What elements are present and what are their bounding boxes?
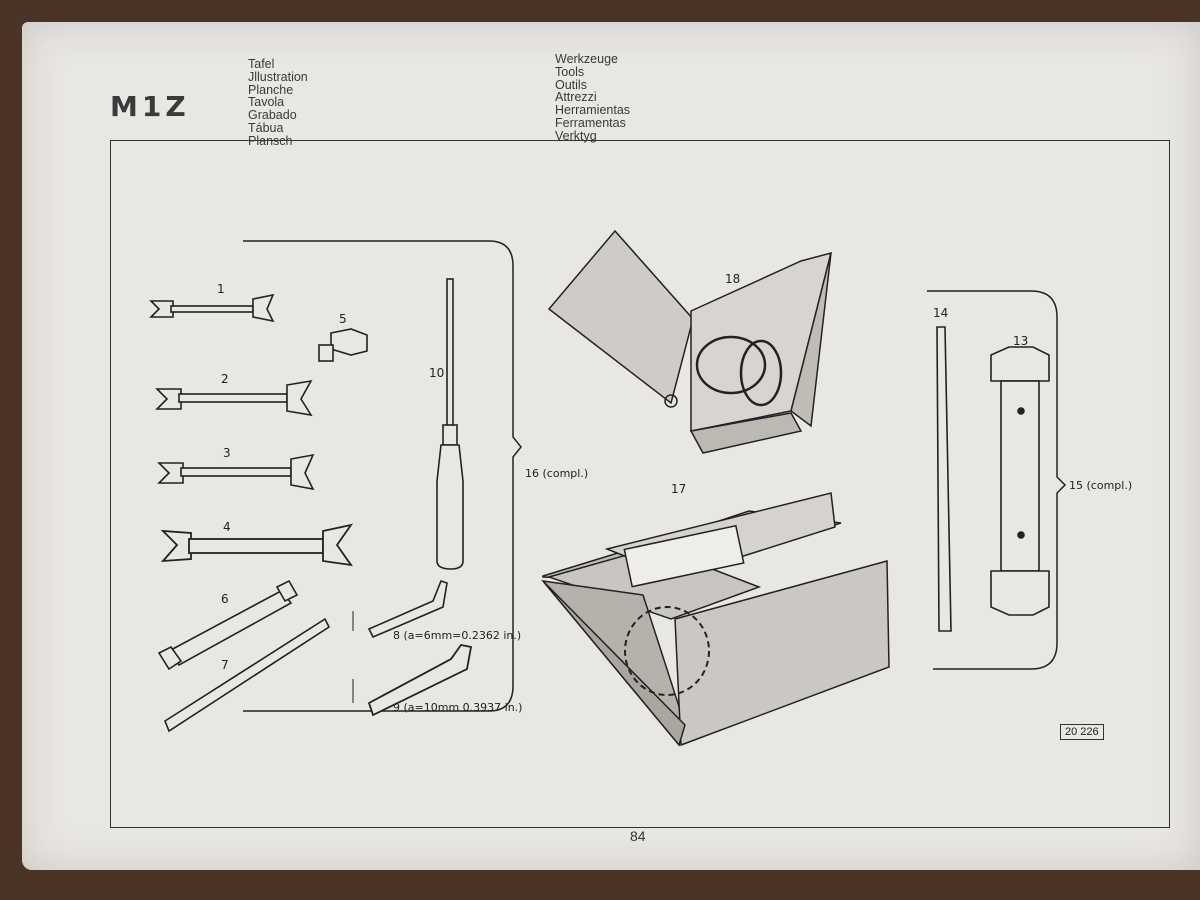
plate-label-it: Tavola	[248, 95, 285, 110]
part-label-4: 4	[223, 520, 231, 534]
tools-label-de: Werkzeuge	[555, 52, 618, 66]
tools-label-list: Werkzeuge Tools Outils Attrezzi Herramie…	[555, 53, 630, 143]
plate-label-fr: Planche	[248, 82, 294, 97]
page-number: 84	[630, 828, 646, 844]
part-label-17: 17	[671, 482, 686, 496]
plate-label-en: Jllustration	[248, 69, 308, 84]
part-label-13: 13	[1013, 334, 1028, 348]
wrench-3-icon	[157, 453, 315, 491]
tools-label-en: Tools	[555, 64, 585, 79]
box-wrench-13-icon	[990, 346, 1050, 616]
part-label-9: 9 (a=10mm 0.3937 in.)	[393, 701, 522, 714]
plate-label-list: Tafel Jllustration Planche Tavola Grabad…	[248, 58, 308, 148]
tools-label-pt: Ferramentas	[555, 115, 626, 130]
wrench-2-icon	[155, 379, 313, 417]
hex-key-9-icon	[352, 644, 473, 717]
part-label-1: 1	[217, 282, 225, 296]
wrench-1-icon	[149, 293, 275, 323]
tools-illustration: 1 2 3 4	[149, 229, 1132, 747]
plate-label-de: Tafel	[248, 57, 275, 71]
tools-label-fr: Outils	[555, 77, 587, 92]
tommy-bar-14-icon	[936, 326, 952, 632]
part-label-7: 7	[221, 658, 229, 672]
illustration-frame: 1 2 3 4	[110, 140, 1170, 828]
part-label-10: 10	[429, 366, 444, 380]
tool-box-17-icon	[541, 492, 890, 747]
tools-label-sv: Verktyg	[555, 128, 597, 143]
reference-code: 20 226	[1060, 724, 1104, 740]
part-label-16: 16 (compl.)	[525, 467, 588, 480]
wrench-4-icon	[160, 523, 354, 567]
part-label-14: 14	[933, 306, 948, 320]
part-label-18: 18	[725, 272, 740, 286]
part-label-6: 6	[221, 592, 229, 606]
part-label-8: 8 (a=6mm=0.2362 in.)	[393, 629, 521, 642]
plug-5-icon	[318, 328, 368, 362]
plate-label-pt: Tábua	[248, 120, 284, 135]
part-label-3: 3	[223, 446, 231, 460]
hex-key-8-icon	[352, 580, 448, 639]
tools-label-it: Attrezzi	[555, 90, 597, 105]
bracket-15	[927, 290, 1067, 670]
part-label-2: 2	[221, 372, 229, 386]
part-label-15: 15 (compl.)	[1069, 479, 1132, 492]
model-code: M1Z	[110, 90, 190, 123]
bracket-16	[243, 240, 522, 712]
manual-page: M1Z Tafel Jllustration Planche Tavola Gr…	[22, 22, 1200, 870]
box-spanner-6-icon	[157, 579, 299, 671]
part-label-5: 5	[339, 312, 347, 326]
tools-label-es: Herramientas	[555, 103, 631, 118]
screwdriver-10-icon	[436, 278, 464, 570]
plate-label-es: Grabado	[248, 108, 297, 123]
rod-7-icon	[164, 617, 331, 733]
gasket-folder-18-icon	[547, 229, 833, 454]
